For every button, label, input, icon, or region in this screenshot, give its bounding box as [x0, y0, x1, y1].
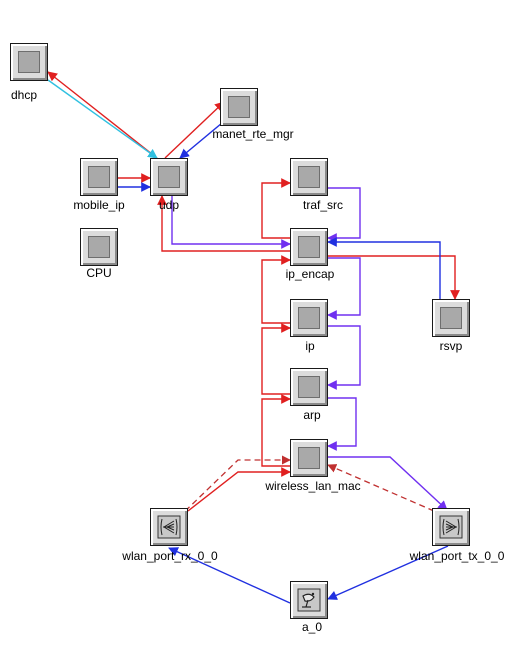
- node-label-manet-rte-mgr: manet_rte_mgr: [212, 127, 294, 141]
- connection-udp-to-dhcp[interactable]: [47, 71, 158, 159]
- node-cpu[interactable]: [80, 228, 118, 266]
- module-icon: [298, 376, 320, 398]
- connection-udp-to-ip_encap[interactable]: [171, 196, 291, 249]
- node-mobile-ip[interactable]: [80, 158, 118, 196]
- connection-dhcp-to-udp[interactable]: [47, 79, 158, 159]
- connection-wireless_lan_mac-to-arp[interactable]: [261, 394, 291, 467]
- node-ip[interactable]: [290, 299, 328, 337]
- node-udp[interactable]: [150, 158, 188, 196]
- connection-wlan_port_rx_0_0-to-wireless_lan_mac[interactable]: [177, 455, 291, 519]
- module-icon: [88, 166, 110, 188]
- node-label-ip: ip: [305, 339, 315, 353]
- antenna-icon: [297, 588, 321, 612]
- node-dhcp[interactable]: [10, 43, 48, 81]
- connection-a_0-to-wlan_port_rx_0_0[interactable]: [168, 547, 291, 604]
- node-manet-rte-mgr[interactable]: [220, 88, 258, 126]
- connection-ip_encap-to-rsvp[interactable]: [328, 255, 460, 300]
- node-label-rsvp: rsvp: [439, 339, 463, 353]
- node-label-udp: udp: [158, 198, 180, 212]
- node-label-cpu: CPU: [86, 266, 112, 280]
- connection-traf_src-to-ip_encap[interactable]: [327, 187, 361, 243]
- connection-manet_rte_mgr-to-udp[interactable]: [179, 122, 223, 159]
- module-icon: [298, 307, 320, 329]
- node-ip-encap[interactable]: [290, 228, 328, 266]
- module-icon: [158, 166, 180, 188]
- connection-ip_encap-to-traf_src[interactable]: [261, 178, 291, 239]
- node-label-traf-src: traf_src: [302, 198, 344, 212]
- node-a-0[interactable]: [290, 581, 328, 619]
- node-label-mobile-ip: mobile_ip: [73, 198, 125, 212]
- module-icon: [18, 51, 40, 73]
- connection-ip-to-arp[interactable]: [327, 325, 361, 390]
- node-wireless-lan-mac[interactable]: [290, 439, 328, 477]
- node-label-wireless-lan-mac: wireless_lan_mac: [265, 479, 361, 493]
- node-rsvp[interactable]: [432, 299, 470, 337]
- node-label-ip-encap: ip_encap: [285, 267, 335, 281]
- module-icon: [298, 447, 320, 469]
- node-label-wlan-port-rx-0-0: wlan_port_rx_0_0: [122, 549, 218, 563]
- node-label-arp: arp: [303, 408, 321, 422]
- node-label-a-0: a_0: [301, 620, 323, 634]
- connection-ip_encap-to-ip[interactable]: [327, 257, 361, 320]
- receiver-icon: [157, 515, 181, 539]
- connection-wireless_lan_mac-to-wlan_port_tx_0_0[interactable]: [328, 456, 448, 511]
- node-wlan-port-rx-0-0[interactable]: [150, 508, 188, 546]
- connection-ip_encap-to-udp[interactable]: [157, 195, 290, 252]
- module-icon: [88, 236, 110, 258]
- connection-udp-to-manet_rte_mgr[interactable]: [164, 101, 225, 159]
- node-label-wlan-port-tx-0-0: wlan_port_tx_0_0: [409, 549, 505, 563]
- module-icon: [298, 166, 320, 188]
- connection-rsvp-to-ip_encap[interactable]: [327, 237, 441, 299]
- connection-wlan_port_tx_0_0-to-a_0[interactable]: [327, 545, 449, 600]
- node-label-dhcp: dhcp: [10, 88, 38, 102]
- node-arp[interactable]: [290, 368, 328, 406]
- transmitter-icon: [439, 515, 463, 539]
- connection-ip-to-ip_encap[interactable]: [261, 255, 291, 324]
- module-icon: [440, 307, 462, 329]
- node-wlan-port-tx-0-0[interactable]: [432, 508, 470, 546]
- connection-arp-to-ip[interactable]: [261, 323, 291, 395]
- node-traf-src[interactable]: [290, 158, 328, 196]
- module-icon: [298, 236, 320, 258]
- connection-wlan_port_rx_0_0-to-wireless_lan_mac[interactable]: [187, 467, 291, 512]
- module-icon: [228, 96, 250, 118]
- connection-arp-to-wireless_lan_mac[interactable]: [327, 397, 357, 451]
